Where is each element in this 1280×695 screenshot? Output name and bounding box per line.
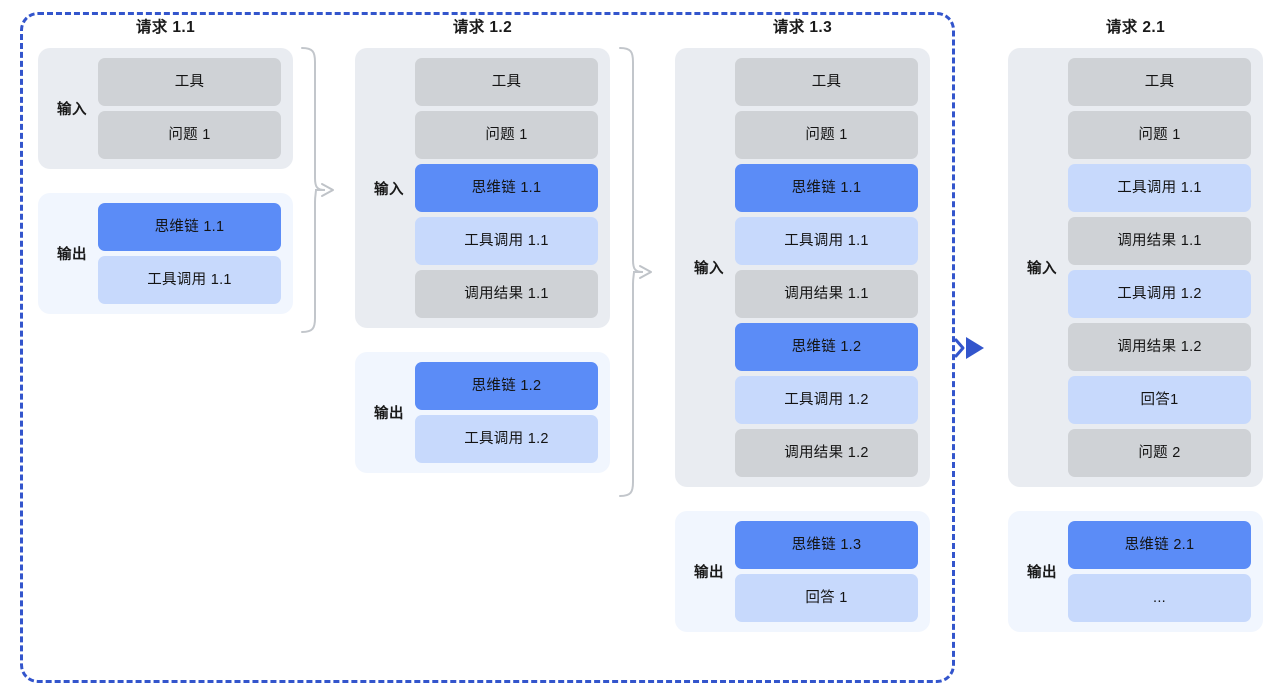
request-column-3: 请求 1.3 输入 工具 问题 1 思维链 1.1 工具调用 1.1 调用结果 …	[675, 18, 930, 656]
request-column-4: 请求 2.1 输入 工具 问题 1 工具调用 1.1 调用结果 1.1 工具调用…	[1008, 18, 1263, 656]
output-label: 输出	[374, 406, 404, 422]
input-group: 输入 工具 问题 1 思维链 1.1 工具调用 1.1 调用结果 1.1 思维链…	[675, 48, 930, 487]
column-title: 请求 1.1	[135, 19, 196, 36]
column-title: 请求 2.1	[1105, 19, 1166, 36]
pill-item[interactable]: 问题 1	[98, 111, 281, 159]
input-pill-stack: 工具 问题 1 思维链 1.1 工具调用 1.1 调用结果 1.1 思维链 1.…	[735, 58, 918, 477]
pill-item[interactable]: 工具调用 1.2	[735, 376, 918, 424]
pill-item[interactable]: 工具调用 1.1	[735, 217, 918, 265]
pill-item[interactable]: 工具	[98, 58, 281, 106]
output-pill-stack: 思维链 1.1 工具调用 1.1	[98, 203, 281, 304]
pill-item[interactable]: 工具调用 1.1	[415, 217, 598, 265]
pill-item[interactable]: 回答 1	[735, 574, 918, 622]
output-pill-stack: 思维链 1.2 工具调用 1.2	[415, 362, 598, 463]
output-group: 输出 思维链 1.1 工具调用 1.1	[38, 193, 293, 314]
pill-item[interactable]: 调用结果 1.1	[735, 270, 918, 318]
output-group: 输出 思维链 1.2 工具调用 1.2	[355, 352, 610, 473]
session-transition-arrow-icon	[944, 330, 996, 366]
pill-item[interactable]: 工具	[1068, 58, 1251, 106]
output-pill-stack: 思维链 1.3 回答 1	[735, 521, 918, 622]
pill-item[interactable]: 调用结果 1.1	[1068, 217, 1251, 265]
pill-item[interactable]: 思维链 1.2	[415, 362, 598, 410]
input-group: 输入 工具 问题 1 工具调用 1.1 调用结果 1.1 工具调用 1.2 调用…	[1008, 48, 1263, 487]
pill-item[interactable]: 问题 1	[735, 111, 918, 159]
output-group: 输出 思维链 1.3 回答 1	[675, 511, 930, 632]
pill-item[interactable]: 调用结果 1.1	[415, 270, 598, 318]
input-group: 输入 工具 问题 1	[38, 48, 293, 169]
pill-item[interactable]: 思维链 1.1	[735, 164, 918, 212]
column-title: 请求 1.3	[772, 19, 833, 36]
pill-item[interactable]: 思维链 1.3	[735, 521, 918, 569]
request-column-1: 请求 1.1 输入 工具 问题 1 输出 思维链 1.1 工具调用 1.1	[38, 18, 293, 338]
pill-item[interactable]: 调用结果 1.2	[1068, 323, 1251, 371]
pill-item[interactable]: 工具调用 1.1	[98, 256, 281, 304]
pill-item[interactable]: 工具调用 1.2	[415, 415, 598, 463]
output-pill-stack: 思维链 2.1 ...	[1068, 521, 1251, 622]
pill-item[interactable]: 工具调用 1.1	[1068, 164, 1251, 212]
input-pill-stack: 工具 问题 1	[98, 58, 281, 159]
pill-item[interactable]: 工具	[415, 58, 598, 106]
output-label: 输出	[1027, 565, 1057, 581]
brace-connector-icon	[300, 46, 340, 334]
output-label: 输出	[57, 247, 87, 263]
output-group: 输出 思维链 2.1 ...	[1008, 511, 1263, 632]
input-label: 输入	[374, 181, 404, 198]
pill-item[interactable]: 问题 2	[1068, 429, 1251, 477]
input-group: 输入 工具 问题 1 思维链 1.1 工具调用 1.1 调用结果 1.1	[355, 48, 610, 328]
input-label: 输入	[57, 102, 87, 118]
pill-item[interactable]: 思维链 1.2	[735, 323, 918, 371]
pill-item[interactable]: 问题 1	[1068, 111, 1251, 159]
column-title: 请求 1.2	[452, 19, 513, 36]
input-pill-stack: 工具 问题 1 工具调用 1.1 调用结果 1.1 工具调用 1.2 调用结果 …	[1068, 58, 1251, 477]
pill-item[interactable]: 思维链 2.1	[1068, 521, 1251, 569]
pill-item[interactable]: 调用结果 1.2	[735, 429, 918, 477]
pill-item[interactable]: 思维链 1.1	[98, 203, 281, 251]
input-pill-stack: 工具 问题 1 思维链 1.1 工具调用 1.1 调用结果 1.1	[415, 58, 598, 318]
pill-item[interactable]: 问题 1	[415, 111, 598, 159]
output-label: 输出	[694, 565, 724, 581]
pill-item[interactable]: ...	[1068, 574, 1251, 622]
brace-connector-icon	[618, 46, 658, 498]
pill-item[interactable]: 工具调用 1.2	[1068, 270, 1251, 318]
pill-item[interactable]: 思维链 1.1	[415, 164, 598, 212]
request-column-2: 请求 1.2 输入 工具 问题 1 思维链 1.1 工具调用 1.1 调用结果 …	[355, 18, 610, 497]
input-label: 输入	[694, 261, 724, 277]
pill-item[interactable]: 工具	[735, 58, 918, 106]
input-label: 输入	[1027, 261, 1057, 277]
pill-item[interactable]: 回答1	[1068, 376, 1251, 424]
